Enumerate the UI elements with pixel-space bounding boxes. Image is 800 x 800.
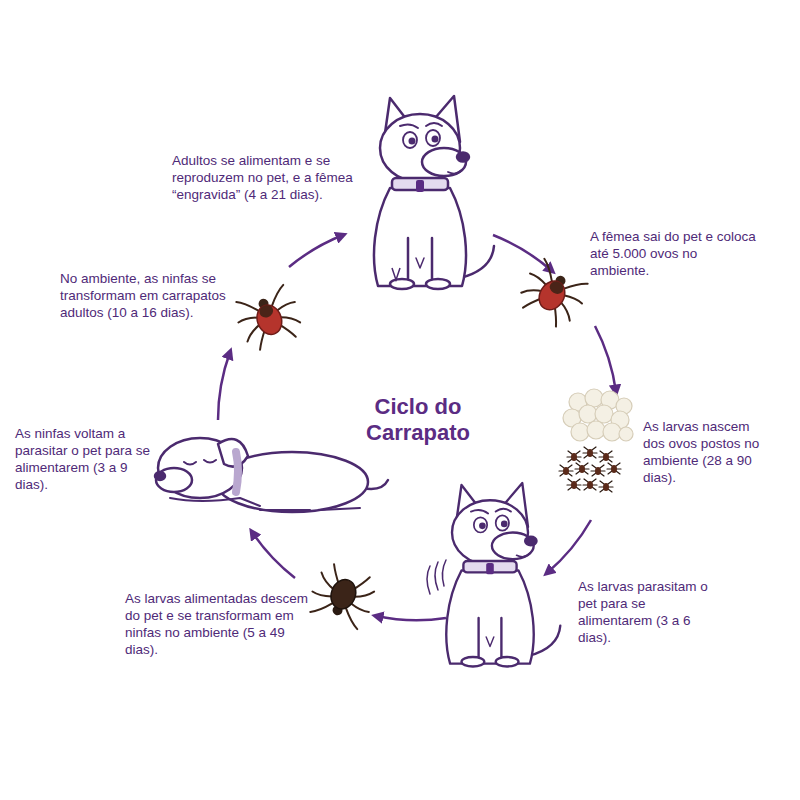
step-label: A fêmea sai do pet e coloca até 5.000 ov… bbox=[590, 228, 760, 279]
adult-female-tick bbox=[514, 256, 592, 332]
step-label: Adultos se alimentam e se reproduzem no … bbox=[172, 152, 357, 203]
circle-fill bbox=[245, 247, 591, 593]
dog-sitting bbox=[374, 96, 494, 289]
dog-scratching bbox=[446, 483, 560, 666]
tick-eggs bbox=[563, 389, 633, 441]
step-label: As larvas parasitam o pet para se alimen… bbox=[578, 578, 718, 647]
step-label: As larvas alimentadas descem do pet e se… bbox=[125, 590, 315, 659]
cycle-arrows bbox=[218, 235, 616, 620]
step-label: As ninfas voltam a parasitar o pet para … bbox=[15, 425, 153, 494]
cycle-title: Ciclo do Carrapato bbox=[343, 394, 493, 447]
step-label: As larvas nascem dos ovos postos no ambi… bbox=[643, 418, 775, 487]
adult-tick bbox=[232, 283, 307, 353]
fur-mark bbox=[392, 268, 400, 280]
dog-lying bbox=[155, 438, 388, 512]
cycle-circle: Ciclo do Carrapato bbox=[245, 247, 591, 593]
scratch-marks bbox=[427, 560, 446, 594]
step-label: No ambiente, as ninfas se transformam em… bbox=[60, 270, 226, 321]
tick-larvae bbox=[559, 447, 621, 492]
nymph-tick bbox=[306, 560, 381, 630]
